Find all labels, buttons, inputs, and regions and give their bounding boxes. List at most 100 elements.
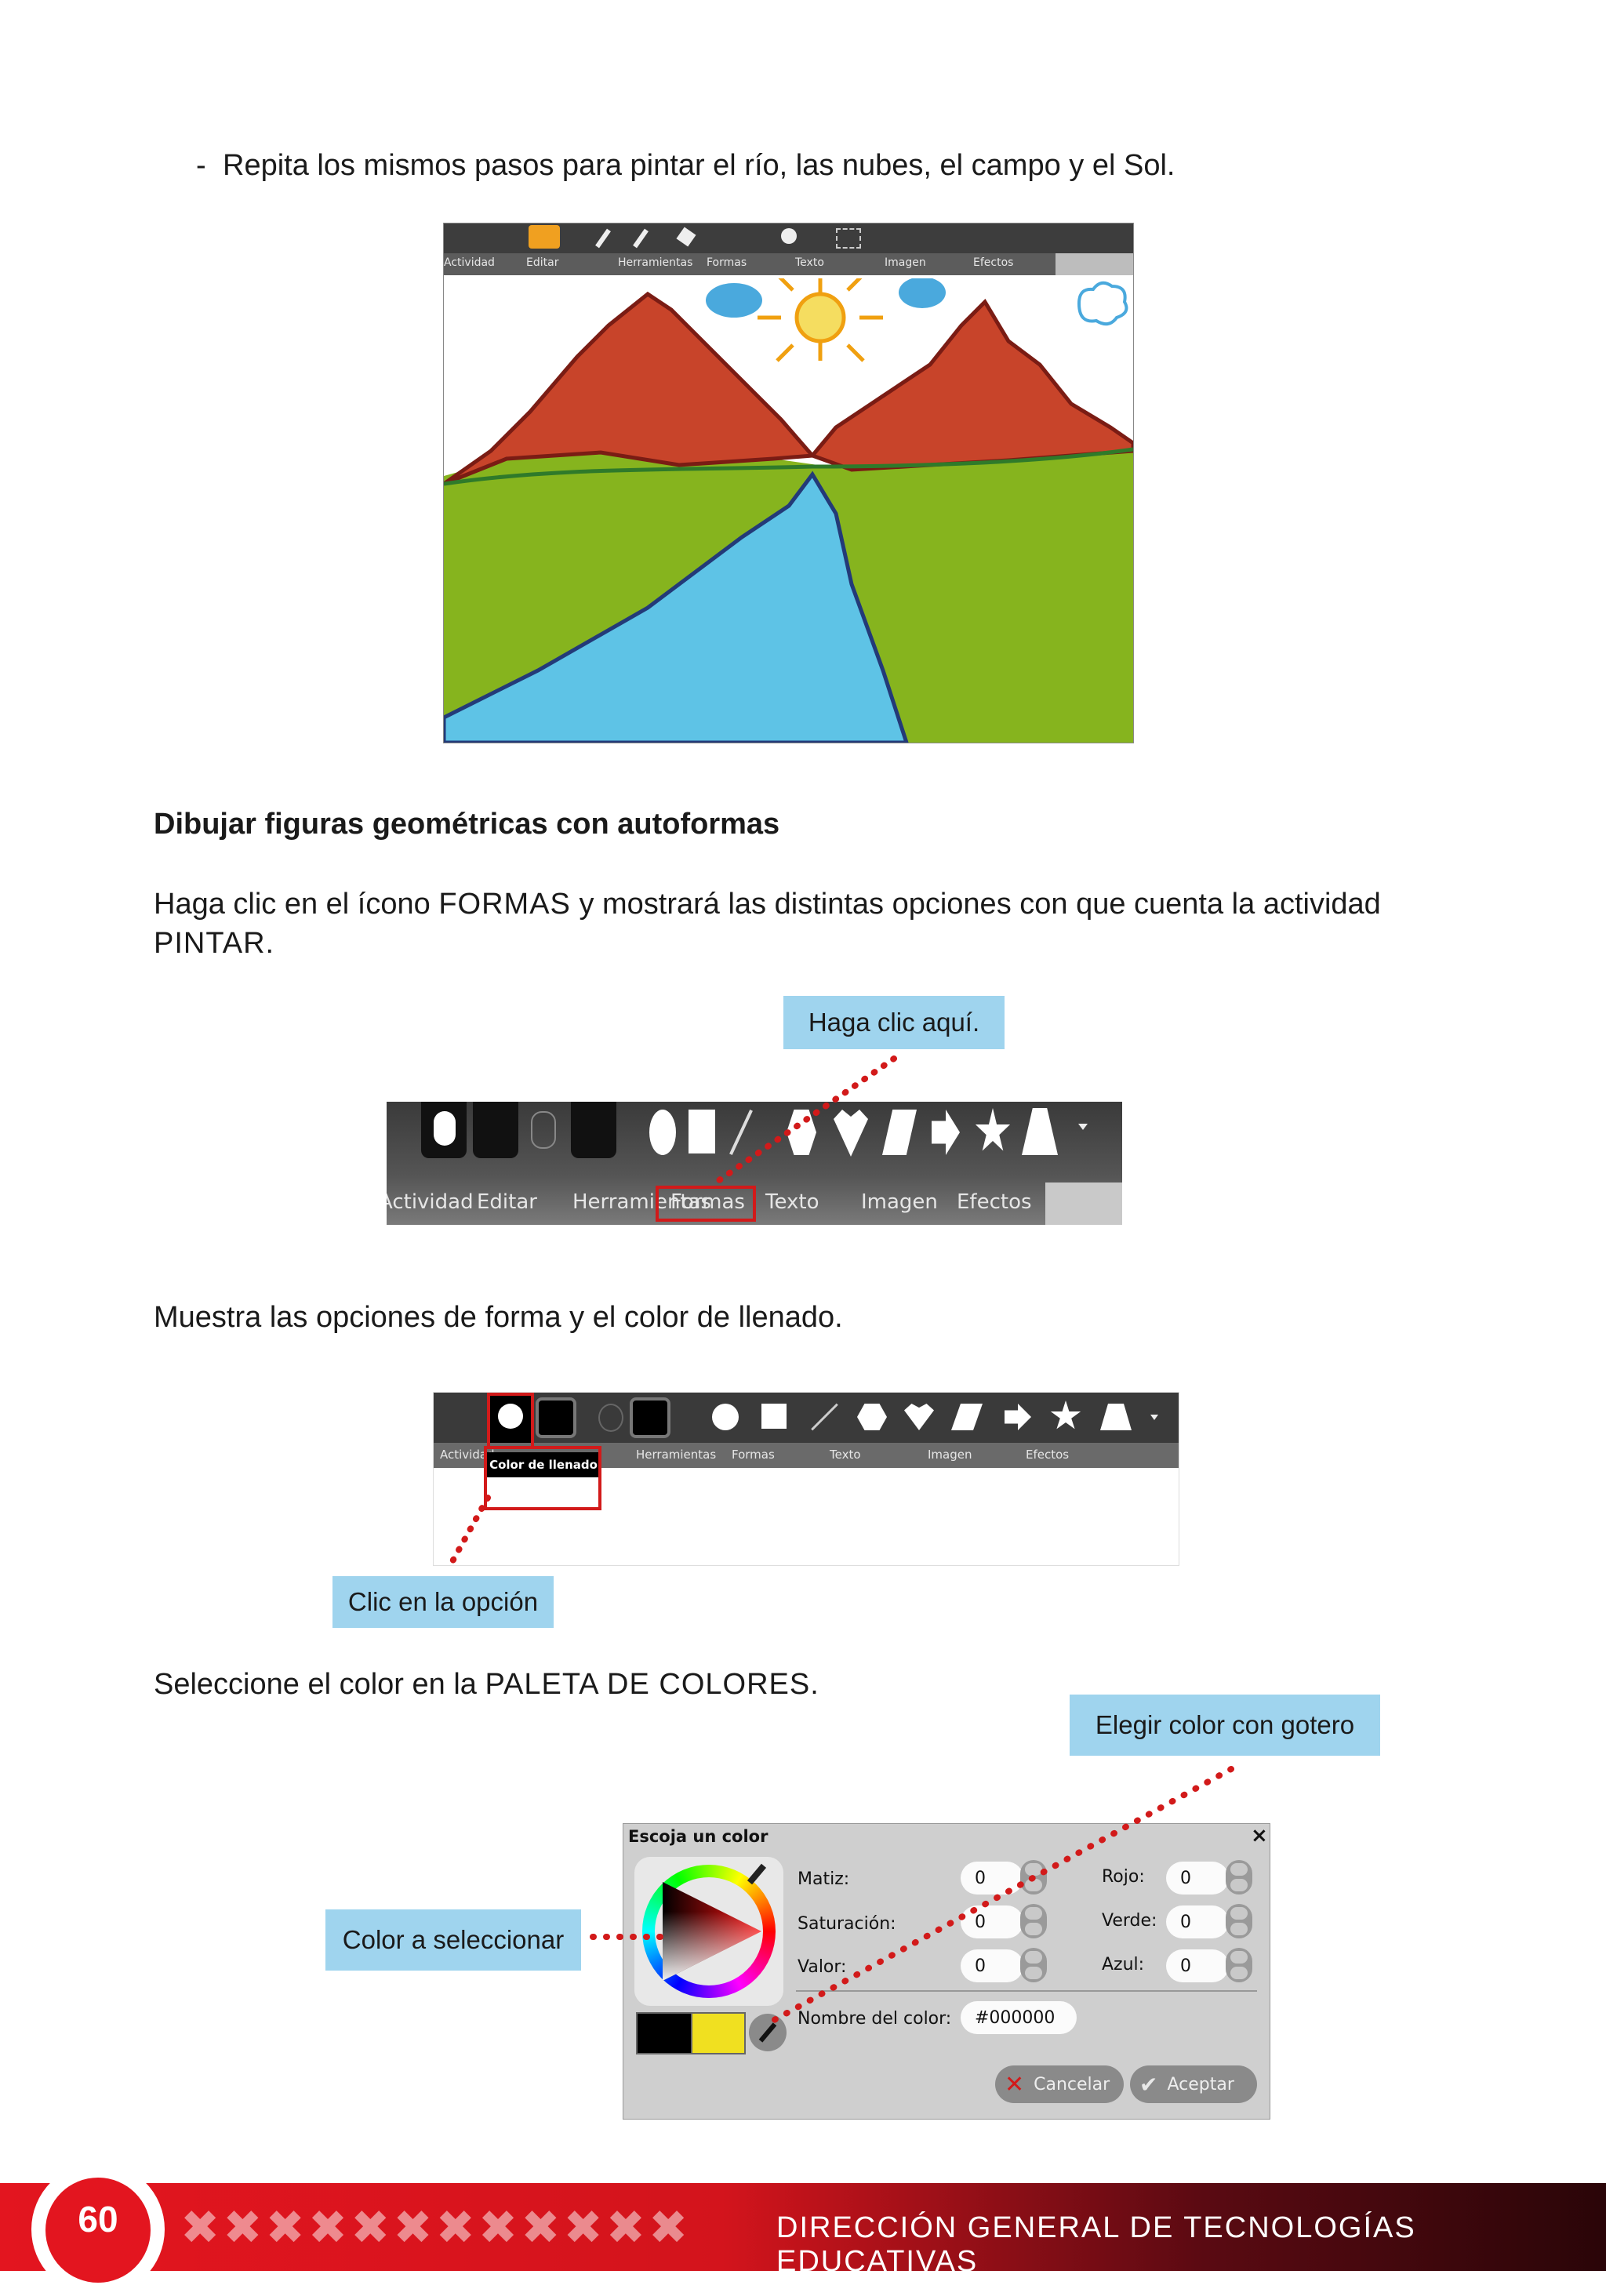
river — [444, 470, 909, 743]
rojo-spinner[interactable] — [1226, 1860, 1252, 1895]
star-shape-icon[interactable] — [975, 1108, 1011, 1151]
sun — [758, 278, 883, 362]
cloud-3 — [1077, 281, 1128, 326]
p1-keyword-pintar: PINTAR. — [154, 927, 275, 960]
rojo-label: Rojo: — [1102, 1867, 1145, 1887]
drawing-canvas — [444, 278, 1133, 743]
toolbar-color-screenshot: Actividad Herramientas Formas Texto Imag… — [433, 1392, 1179, 1566]
tab2-efectos[interactable]: Efectos — [957, 1190, 1032, 1214]
drop-shape-icon — [434, 1111, 456, 1146]
toolbar-formas-screenshot: Actividad Editar Herramientas Formas Tex… — [387, 1102, 1122, 1225]
fill-swatch-icon — [529, 225, 560, 249]
tab3-efectos[interactable]: Efectos — [1026, 1448, 1070, 1462]
rectangle-shape-icon[interactable] — [689, 1110, 715, 1153]
formas-highlight — [656, 1186, 756, 1222]
tab2-herramientas[interactable]: Herramientas — [572, 1190, 712, 1214]
verde-field[interactable]: 0 — [1166, 1905, 1229, 1938]
tab2-formas[interactable]: Formas — [670, 1190, 745, 1214]
arrow-shape-icon[interactable] — [932, 1110, 960, 1155]
parallelogram-icon[interactable] — [951, 1404, 983, 1430]
stroke-color-swatch[interactable] — [630, 1397, 670, 1438]
tab2-texto[interactable]: Texto — [765, 1190, 819, 1214]
toolbar-icons — [444, 223, 1133, 253]
stroke-swatch[interactable] — [536, 1397, 576, 1438]
accept-label: Aceptar — [1167, 2074, 1234, 2094]
tab-editar[interactable]: Editar — [526, 256, 559, 269]
p3-keyword: PALETA DE COLORES. — [485, 1668, 819, 1701]
separator — [796, 1990, 1257, 1992]
tab-efectos[interactable]: Efectos — [973, 256, 1014, 269]
callout-color-seleccionar: Color a seleccionar — [325, 1909, 581, 1971]
saturacion-spinner[interactable] — [1020, 1904, 1047, 1938]
accept-button[interactable]: ✔ Aceptar — [1130, 2065, 1257, 2103]
verde-spinner[interactable] — [1226, 1904, 1252, 1938]
tab-actividad[interactable]: Actividad — [444, 256, 495, 269]
p1-text-c: y mostrará las distintas opciones con qu… — [570, 888, 1381, 921]
saturacion-field[interactable]: 0 — [961, 1905, 1023, 1938]
close-icon[interactable]: × — [1251, 1824, 1268, 1847]
select-icon — [836, 228, 861, 249]
ellipse-icon[interactable] — [712, 1404, 739, 1430]
dropdown-arrow-icon-2[interactable] — [1150, 1415, 1158, 1420]
azul-field[interactable]: 0 — [1166, 1949, 1229, 1982]
previous-color-swatch — [691, 2012, 746, 2054]
tab3-herramientas[interactable]: Herramientas — [636, 1448, 717, 1462]
left-mountain — [444, 291, 817, 486]
dropdown-arrow-icon[interactable] — [1078, 1124, 1088, 1130]
line-icon[interactable] — [811, 1403, 838, 1431]
color-dialog: Escoja un color × Matiz: Saturación: Val… — [623, 1823, 1270, 2120]
nombre-label: Nombre del color: — [798, 2009, 952, 2029]
heart-icon[interactable] — [904, 1404, 934, 1430]
tab2-editar[interactable]: Editar — [477, 1190, 537, 1214]
toolbar3-icons — [434, 1393, 1179, 1443]
footer-band: ✖✖✖✖✖✖✖✖✖✖✖✖ DIRECCIÓN GENERAL DE TECNOL… — [0, 2183, 1606, 2278]
trapezoid-shape-icon[interactable] — [1022, 1108, 1058, 1155]
cloud-2 — [899, 278, 946, 308]
star-icon[interactable] — [1050, 1400, 1081, 1430]
verde-label: Verde: — [1102, 1911, 1157, 1931]
eyedropper-button[interactable] — [749, 2014, 787, 2051]
callout-clic-opcion: Clic en la opción — [332, 1576, 554, 1628]
tabs-row-2-blank — [1045, 1183, 1122, 1225]
tab3-formas[interactable]: Formas — [732, 1448, 775, 1462]
callout-haga-clic: Haga clic aquí. — [783, 996, 1005, 1049]
azul-spinner[interactable] — [1226, 1948, 1252, 1982]
bucket-icon — [781, 228, 797, 244]
tab2-actividad[interactable]: Actividad — [387, 1190, 474, 1214]
tab2-imagen[interactable]: Imagen — [861, 1190, 938, 1214]
tab3-imagen[interactable]: Imagen — [928, 1448, 972, 1462]
hexagon-icon[interactable] — [857, 1404, 887, 1430]
ridge-line — [444, 447, 1133, 486]
valor-field[interactable]: 0 — [961, 1949, 1023, 1982]
footer-org: DIRECCIÓN GENERAL DE TECNOLOGÍAS EDUCATI… — [776, 2211, 1416, 2278]
paragraph-opciones: Muestra las opciones de forma y el color… — [154, 1301, 843, 1334]
matiz-label: Matiz: — [798, 1869, 850, 1889]
trapezoid-icon[interactable] — [1100, 1404, 1132, 1430]
tab3-actividad[interactable]: Actividad — [440, 1448, 495, 1462]
section-heading: Dibujar figuras geométricas con autoform… — [154, 808, 780, 841]
rectangle-icon[interactable] — [761, 1404, 787, 1429]
nombre-field[interactable]: #000000 — [961, 2001, 1077, 2034]
valor-spinner[interactable] — [1020, 1948, 1047, 1982]
page-number: 60 — [78, 2199, 118, 2240]
cancel-button[interactable]: ✕ Cancelar — [995, 2065, 1124, 2103]
ellipse-shape-icon[interactable] — [649, 1110, 676, 1155]
page-number-badge: 60 — [45, 2178, 151, 2283]
dialog-title: Escoja un color — [628, 1827, 768, 1846]
outline-drop-icon-2 — [598, 1404, 623, 1432]
arrow-icon[interactable] — [1005, 1404, 1031, 1430]
p1-keyword-formas: FORMAS — [438, 888, 571, 921]
matiz-field[interactable]: 0 — [961, 1862, 1023, 1895]
stroke-color-button[interactable] — [571, 1102, 616, 1158]
current-color-swatch — [636, 2012, 694, 2054]
paragraph-paleta: Seleccione el color en la PALETA DE COLO… — [154, 1665, 819, 1704]
stroke-button[interactable] — [473, 1102, 518, 1158]
tab-imagen[interactable]: Imagen — [885, 256, 926, 269]
tab-texto[interactable]: Texto — [795, 256, 824, 269]
tab-formas[interactable]: Formas — [707, 256, 747, 269]
callout3-pointer — [765, 1766, 1234, 2026]
tab3-texto[interactable]: Texto — [830, 1448, 861, 1462]
footer-pattern: ✖✖✖✖✖✖✖✖✖✖✖✖ — [180, 2200, 692, 2255]
rojo-field[interactable]: 0 — [1166, 1862, 1229, 1895]
tab-herramientas[interactable]: Herramientas — [618, 256, 693, 269]
